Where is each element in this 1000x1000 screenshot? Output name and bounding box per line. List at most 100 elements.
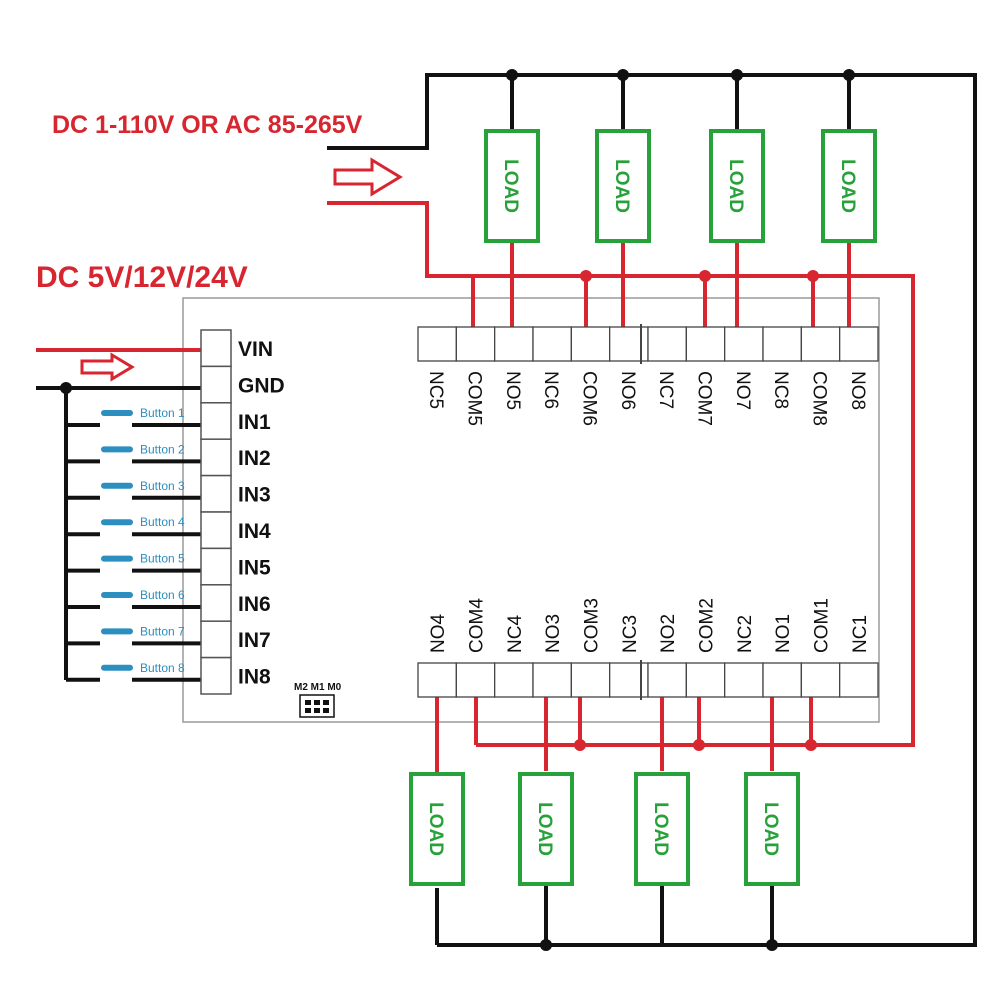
load-label: LOAD bbox=[725, 159, 746, 213]
terminal-label-com4: COM4 bbox=[467, 598, 488, 653]
terminal-com8 bbox=[800, 326, 841, 362]
terminal-label-com8: COM8 bbox=[809, 371, 830, 426]
input-terminal-in4 bbox=[200, 511, 232, 550]
push-button-icon bbox=[101, 664, 133, 671]
terminal-label-nc3: NC3 bbox=[620, 615, 641, 653]
terminal-label-com7: COM7 bbox=[694, 371, 715, 426]
input-terminal-in1 bbox=[200, 402, 232, 440]
load-box bbox=[744, 772, 800, 886]
terminal-label-nc2: NC2 bbox=[735, 615, 756, 653]
relay-board bbox=[182, 297, 880, 723]
relay-supply-label: DC 1-110V OR AC 85-265V bbox=[52, 111, 363, 139]
input-terminal-in7 bbox=[200, 620, 232, 659]
arrow-right-icon bbox=[80, 352, 135, 382]
terminal-com5 bbox=[455, 326, 496, 362]
terminal-no7 bbox=[724, 326, 764, 362]
input-label-in1: IN1 bbox=[238, 411, 271, 434]
terminal-com4 bbox=[455, 662, 496, 698]
push-button-icon bbox=[101, 446, 133, 453]
terminal-label-nc1: NC1 bbox=[850, 615, 871, 653]
terminal-label-no2: NO2 bbox=[658, 614, 679, 653]
terminal-label-no7: NO7 bbox=[732, 371, 753, 410]
terminal-label-nc4: NC4 bbox=[505, 615, 526, 653]
input-label-in8: IN8 bbox=[238, 666, 271, 689]
load-box bbox=[821, 129, 877, 243]
arrow-right-icon bbox=[333, 157, 403, 197]
push-button-icon bbox=[101, 628, 133, 635]
terminal-label-no5: NO5 bbox=[502, 371, 523, 410]
push-button-icon bbox=[101, 482, 133, 489]
junction-dots bbox=[60, 69, 855, 951]
terminal-no1 bbox=[762, 662, 802, 698]
terminal-label-nc7: NC7 bbox=[655, 371, 676, 409]
button-label-7: Button 7 bbox=[140, 624, 185, 638]
input-label-in7: IN7 bbox=[238, 629, 271, 652]
button-label-2: Button 2 bbox=[140, 442, 185, 456]
terminal-nc1 bbox=[839, 662, 879, 698]
terminal-com7 bbox=[685, 326, 726, 362]
terminal-no4 bbox=[417, 662, 457, 698]
push-button-icon bbox=[101, 592, 133, 598]
terminal-label-com3: COM3 bbox=[582, 598, 603, 653]
input-label-vin: VIN bbox=[238, 338, 273, 361]
button-label-3: Button 3 bbox=[140, 479, 185, 493]
terminal-nc3 bbox=[609, 662, 649, 698]
terminal-label-no8: NO8 bbox=[847, 371, 868, 410]
terminal-label-com1: COM1 bbox=[812, 598, 833, 653]
terminal-nc7 bbox=[647, 326, 687, 362]
terminal-label-com6: COM6 bbox=[579, 371, 600, 426]
input-label-in6: IN6 bbox=[238, 593, 271, 616]
terminal-label-no1: NO1 bbox=[773, 614, 794, 653]
load-label: LOAD bbox=[500, 159, 521, 213]
terminal-nc2 bbox=[724, 662, 764, 698]
button-label-4: Button 4 bbox=[140, 515, 185, 529]
terminal-no8 bbox=[839, 326, 879, 362]
terminal-nc5 bbox=[417, 326, 457, 362]
load-label: LOAD bbox=[650, 802, 671, 856]
input-terminal-in8 bbox=[200, 656, 232, 695]
push-button-icon bbox=[101, 410, 133, 416]
button-label-6: Button 6 bbox=[140, 588, 185, 602]
input-label-in3: IN3 bbox=[238, 484, 271, 507]
input-label-in2: IN2 bbox=[238, 447, 271, 470]
terminal-no3 bbox=[532, 662, 572, 698]
input-terminal-vin bbox=[200, 329, 232, 368]
terminal-label-no4: NO4 bbox=[428, 614, 449, 654]
input-terminal-gnd bbox=[200, 365, 232, 404]
terminal-com3 bbox=[570, 662, 611, 698]
push-button-icon bbox=[101, 555, 133, 562]
button-label-8: Button 8 bbox=[140, 661, 185, 675]
terminal-com2 bbox=[685, 662, 726, 698]
load-label: LOAD bbox=[425, 802, 446, 856]
terminal-nc4 bbox=[494, 662, 534, 698]
input-terminal-in2 bbox=[200, 438, 232, 477]
button-label-5: Button 5 bbox=[140, 552, 185, 566]
load-label: LOAD bbox=[837, 159, 858, 213]
terminal-label-com2: COM2 bbox=[697, 598, 718, 653]
terminal-no2 bbox=[647, 662, 687, 698]
terminal-com1 bbox=[800, 662, 841, 698]
terminal-nc6 bbox=[532, 326, 572, 362]
input-terminal-in6 bbox=[200, 584, 232, 622]
load-box bbox=[634, 772, 690, 886]
load-box bbox=[409, 772, 465, 886]
terminal-com6 bbox=[570, 326, 611, 362]
terminal-label-no3: NO3 bbox=[543, 614, 564, 653]
input-terminal-in3 bbox=[200, 474, 232, 513]
push-button-icon bbox=[101, 519, 133, 526]
terminal-nc8 bbox=[762, 326, 802, 362]
load-box bbox=[595, 129, 651, 243]
board-supply-label: DC 5V/12V/24V bbox=[36, 261, 248, 294]
bottom-relay-terminal-block: NO4 COM4 NC4 NO3 COM3 NC3 NO2 COM2 NC2 NO1 COM1 NC1 bbox=[417, 598, 879, 700]
terminal-label-com5: COM5 bbox=[464, 371, 485, 426]
terminal-label-no6: NO6 bbox=[617, 371, 638, 410]
terminal-label-nc5: NC5 bbox=[425, 371, 446, 409]
load-label: LOAD bbox=[611, 159, 632, 213]
load-box bbox=[518, 772, 574, 886]
terminal-label-nc8: NC8 bbox=[770, 371, 791, 409]
